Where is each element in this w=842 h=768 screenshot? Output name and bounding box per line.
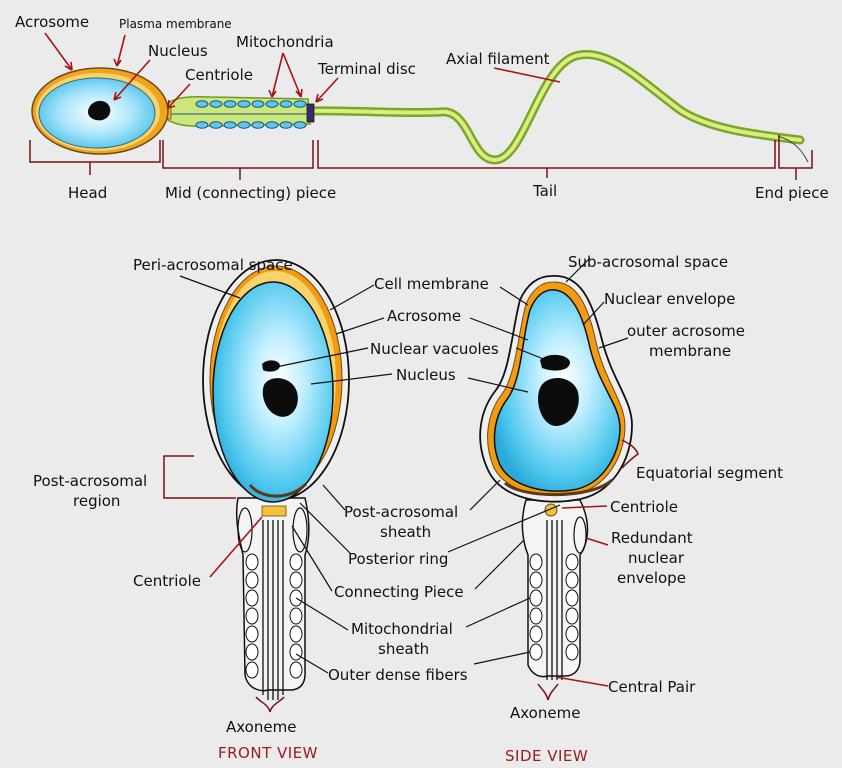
label-connecting-piece: Connecting Piece <box>334 583 464 601</box>
label-nuclear-vacuoles: Nuclear vacuoles <box>370 340 499 358</box>
side-nucleus-blob <box>537 377 579 426</box>
label-cell-membrane: Cell membrane <box>374 275 489 293</box>
caption-side-view: SIDE VIEW <box>505 747 588 765</box>
side-vacuole-small <box>540 354 570 371</box>
label-centriole-side: Centriole <box>610 498 678 516</box>
side-mitochondria <box>529 553 579 661</box>
caption-front-view: FRONT VIEW <box>218 744 318 762</box>
front-nucleus-blob <box>262 378 298 417</box>
end-piece-shape <box>777 135 809 163</box>
top-sperm-illustration <box>31 49 809 165</box>
label-acrosome-top: Acrosome <box>15 13 89 31</box>
label-end-piece: End piece <box>755 184 829 202</box>
label-redundant-nuclear-envelope-3: envelope <box>617 569 686 587</box>
mitochondria-chain <box>195 100 307 129</box>
top-brackets <box>29 135 813 180</box>
label-peri-acrosomal-space: Peri-acrosomal space <box>133 256 293 274</box>
bottom-leader-lines <box>179 257 629 687</box>
label-posterior-ring: Posterior ring <box>348 550 448 568</box>
label-outer-dense-fibers: Outer dense fibers <box>328 666 468 684</box>
front-mitochondria <box>245 553 303 679</box>
label-head: Head <box>68 184 107 202</box>
label-sub-acrosomal-space: Sub-acrosomal space <box>568 253 728 271</box>
label-post-acrosomal-region-2: region <box>73 492 120 510</box>
nucleus-blob <box>88 100 111 121</box>
front-vacuole-small <box>262 360 280 372</box>
label-axoneme-front: Axoneme <box>226 718 296 736</box>
front-centriole-shape <box>261 505 287 517</box>
label-plasma-membrane: Plasma membrane <box>119 17 232 31</box>
side-view-illustration <box>479 275 633 680</box>
front-view-illustration <box>202 259 350 700</box>
label-axial-filament: Axial filament <box>446 50 550 68</box>
top-leader-lines <box>44 32 561 109</box>
label-terminal-disc: Terminal disc <box>317 60 416 78</box>
label-outer-acrosome-membrane-1: outer acrosome <box>627 322 745 340</box>
label-centriole-front: Centriole <box>133 572 201 590</box>
terminal-disc-shape <box>306 103 315 123</box>
label-nucleus-bottom: Nucleus <box>396 366 456 384</box>
label-nucleus-top: Nucleus <box>148 42 208 60</box>
label-mitochondrial-sheath-2: sheath <box>378 640 429 658</box>
label-redundant-nuclear-envelope-1: Redundant <box>611 529 693 547</box>
label-outer-acrosome-membrane-2: membrane <box>649 342 731 360</box>
label-nuclear-envelope: Nuclear envelope <box>604 290 735 308</box>
label-acrosome-bottom: Acrosome <box>387 307 461 325</box>
bottom-brackets <box>163 439 639 713</box>
label-post-acrosomal-sheath-2: sheath <box>380 523 431 541</box>
label-mitochondrial-sheath-1: Mitochondrial <box>351 620 453 638</box>
label-mid-piece: Mid (connecting) piece <box>165 184 336 202</box>
label-post-acrosomal-sheath-1: Post-acrosomal <box>344 503 458 521</box>
label-tail: Tail <box>532 182 557 200</box>
label-centriole-top: Centriole <box>185 66 253 84</box>
label-axoneme-side: Axoneme <box>510 704 580 722</box>
label-redundant-nuclear-envelope-2: nuclear <box>628 549 685 567</box>
label-central-pair: Central Pair <box>608 678 696 696</box>
label-equatorial-segment: Equatorial segment <box>636 464 783 482</box>
label-mitochondria: Mitochondria <box>236 33 334 51</box>
label-post-acrosomal-region-1: Post-acrosomal <box>33 472 147 490</box>
